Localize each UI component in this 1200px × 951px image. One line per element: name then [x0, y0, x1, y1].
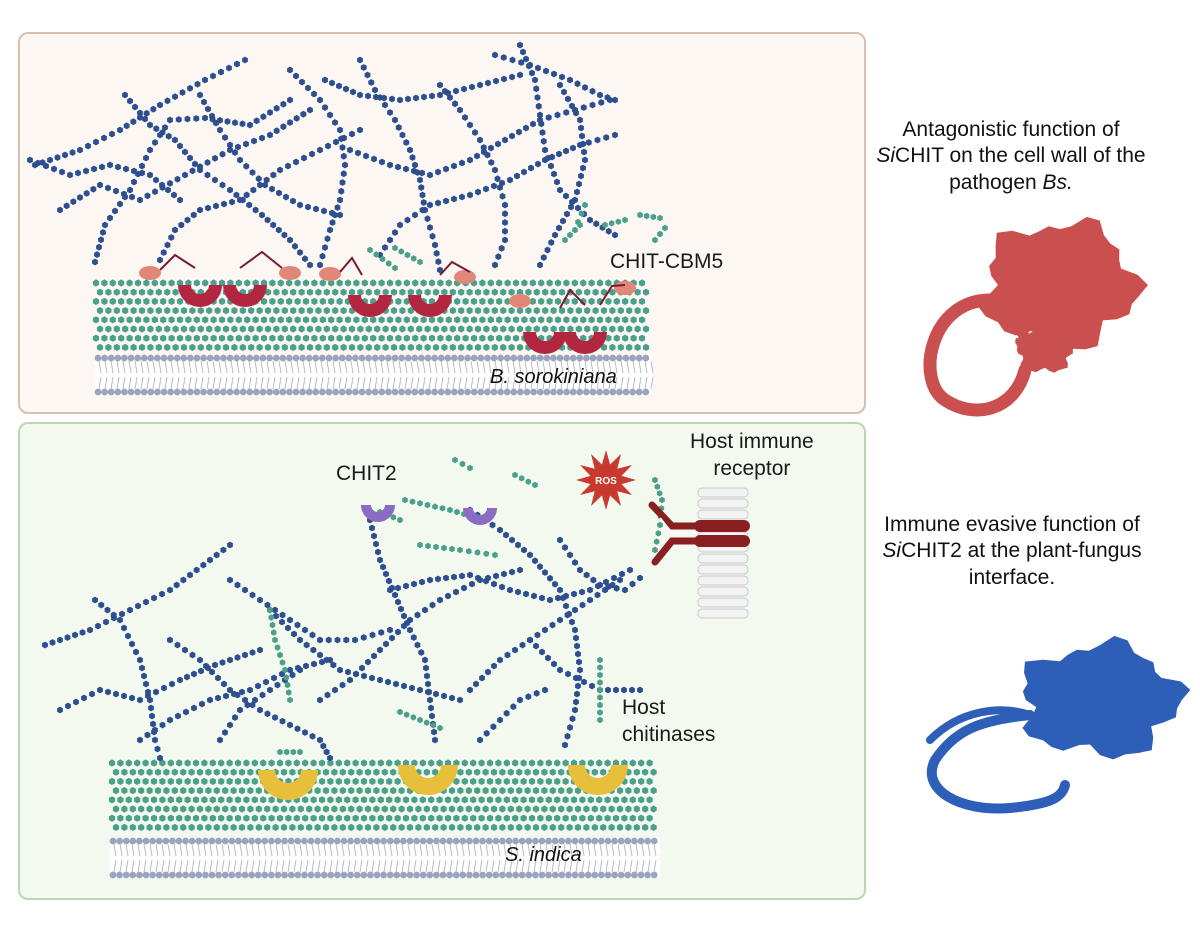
caption-bottom-part2: CHIT2 at the plant-fungus interface.	[901, 539, 1142, 589]
glucan-network-icon-bottom	[42, 506, 643, 762]
protein-loop-top	[923, 293, 1032, 417]
host-chitinases-line-2: chitinases	[622, 723, 716, 747]
chit2-enzyme-2	[463, 508, 497, 525]
linker	[559, 288, 586, 309]
chit2-label: CHIT2	[336, 462, 397, 485]
chit-cbm5-catalytic-2	[223, 285, 267, 307]
caption-bottom-italic: Si	[882, 539, 902, 563]
chit-cbm5-catalytic-3	[348, 295, 392, 317]
caption-top-part1: Antagonistic function of	[902, 118, 1120, 141]
receptor-label-line-2: receptor	[713, 457, 791, 481]
chit-cbm5-enzymes	[139, 250, 636, 354]
chit2-enzyme-1	[361, 505, 395, 522]
protein-tail-bottom	[926, 710, 1070, 814]
host-chitinase-3	[568, 765, 628, 795]
cell-membrane-icon-bottom	[109, 837, 660, 879]
cbm5-domain	[509, 294, 531, 308]
caption-top-italic2: Bs.	[1042, 170, 1073, 194]
chitin-oligomers-bottom	[267, 456, 665, 756]
chit-cbm5-catalytic-5	[523, 332, 567, 354]
linker	[339, 256, 363, 276]
chit-cbm5-label: CHIT-CBM5	[610, 250, 724, 273]
protein-structure-icon-bottom	[926, 635, 1191, 814]
host-chitinase-1	[258, 770, 318, 800]
linker	[599, 284, 626, 306]
host-immune-receptor-label: Host immune receptor	[690, 428, 814, 483]
b-sorokiniana-label: B. sorokiniana	[490, 366, 617, 388]
caption-top-italic: Si	[876, 144, 896, 168]
receptor-arm-upper	[648, 501, 704, 530]
protein-structure-icon-top	[923, 216, 1148, 417]
caption-antagonistic: Antagonistic function of SiCHIT on the c…	[866, 117, 1156, 196]
linker	[159, 253, 196, 271]
host-chitinases-line-1: Host	[622, 696, 666, 719]
cbm5-domain	[614, 281, 636, 295]
caption-bottom-part1: Immune evasive function of	[884, 513, 1140, 536]
chit-cbm5-catalytic-1	[178, 285, 222, 307]
caption-immune-evasive: Immune evasive function of SiCHIT2 at th…	[862, 512, 1162, 591]
caption-top-part2: CHIT on the cell wall of the pathogen	[895, 144, 1146, 194]
host-chitinase-2	[398, 765, 458, 795]
immune-receptor-icon	[648, 487, 750, 619]
chitin-layer-icon-top	[92, 279, 650, 351]
ros-label: ROS	[595, 476, 617, 487]
linker	[439, 260, 471, 276]
cbm5-domain	[454, 270, 476, 284]
cbm5-domain	[139, 266, 161, 280]
chit-cbm5-catalytic-6	[563, 332, 607, 354]
ros-burst-icon: ROS	[576, 450, 636, 510]
chitinase-enzymes-bottom	[258, 505, 628, 800]
cell-membrane-icon-top	[94, 354, 654, 396]
chit-cbm5-catalytic-4	[408, 295, 452, 317]
receptor-domain-2	[694, 535, 750, 547]
chitin-oligomers-top	[367, 201, 668, 272]
cbm5-domain	[319, 267, 341, 281]
cbm5-domain	[279, 266, 301, 280]
receptor-label-line-1: Host immune	[690, 430, 814, 453]
glucan-network-icon-top	[27, 41, 618, 274]
receptor-domain-1	[694, 520, 750, 532]
host-chitinases-label: Host chitinases	[622, 694, 715, 749]
linker	[239, 250, 283, 269]
receptor-arm-lower	[651, 537, 704, 566]
s-indica-label: S. indica	[505, 844, 582, 866]
